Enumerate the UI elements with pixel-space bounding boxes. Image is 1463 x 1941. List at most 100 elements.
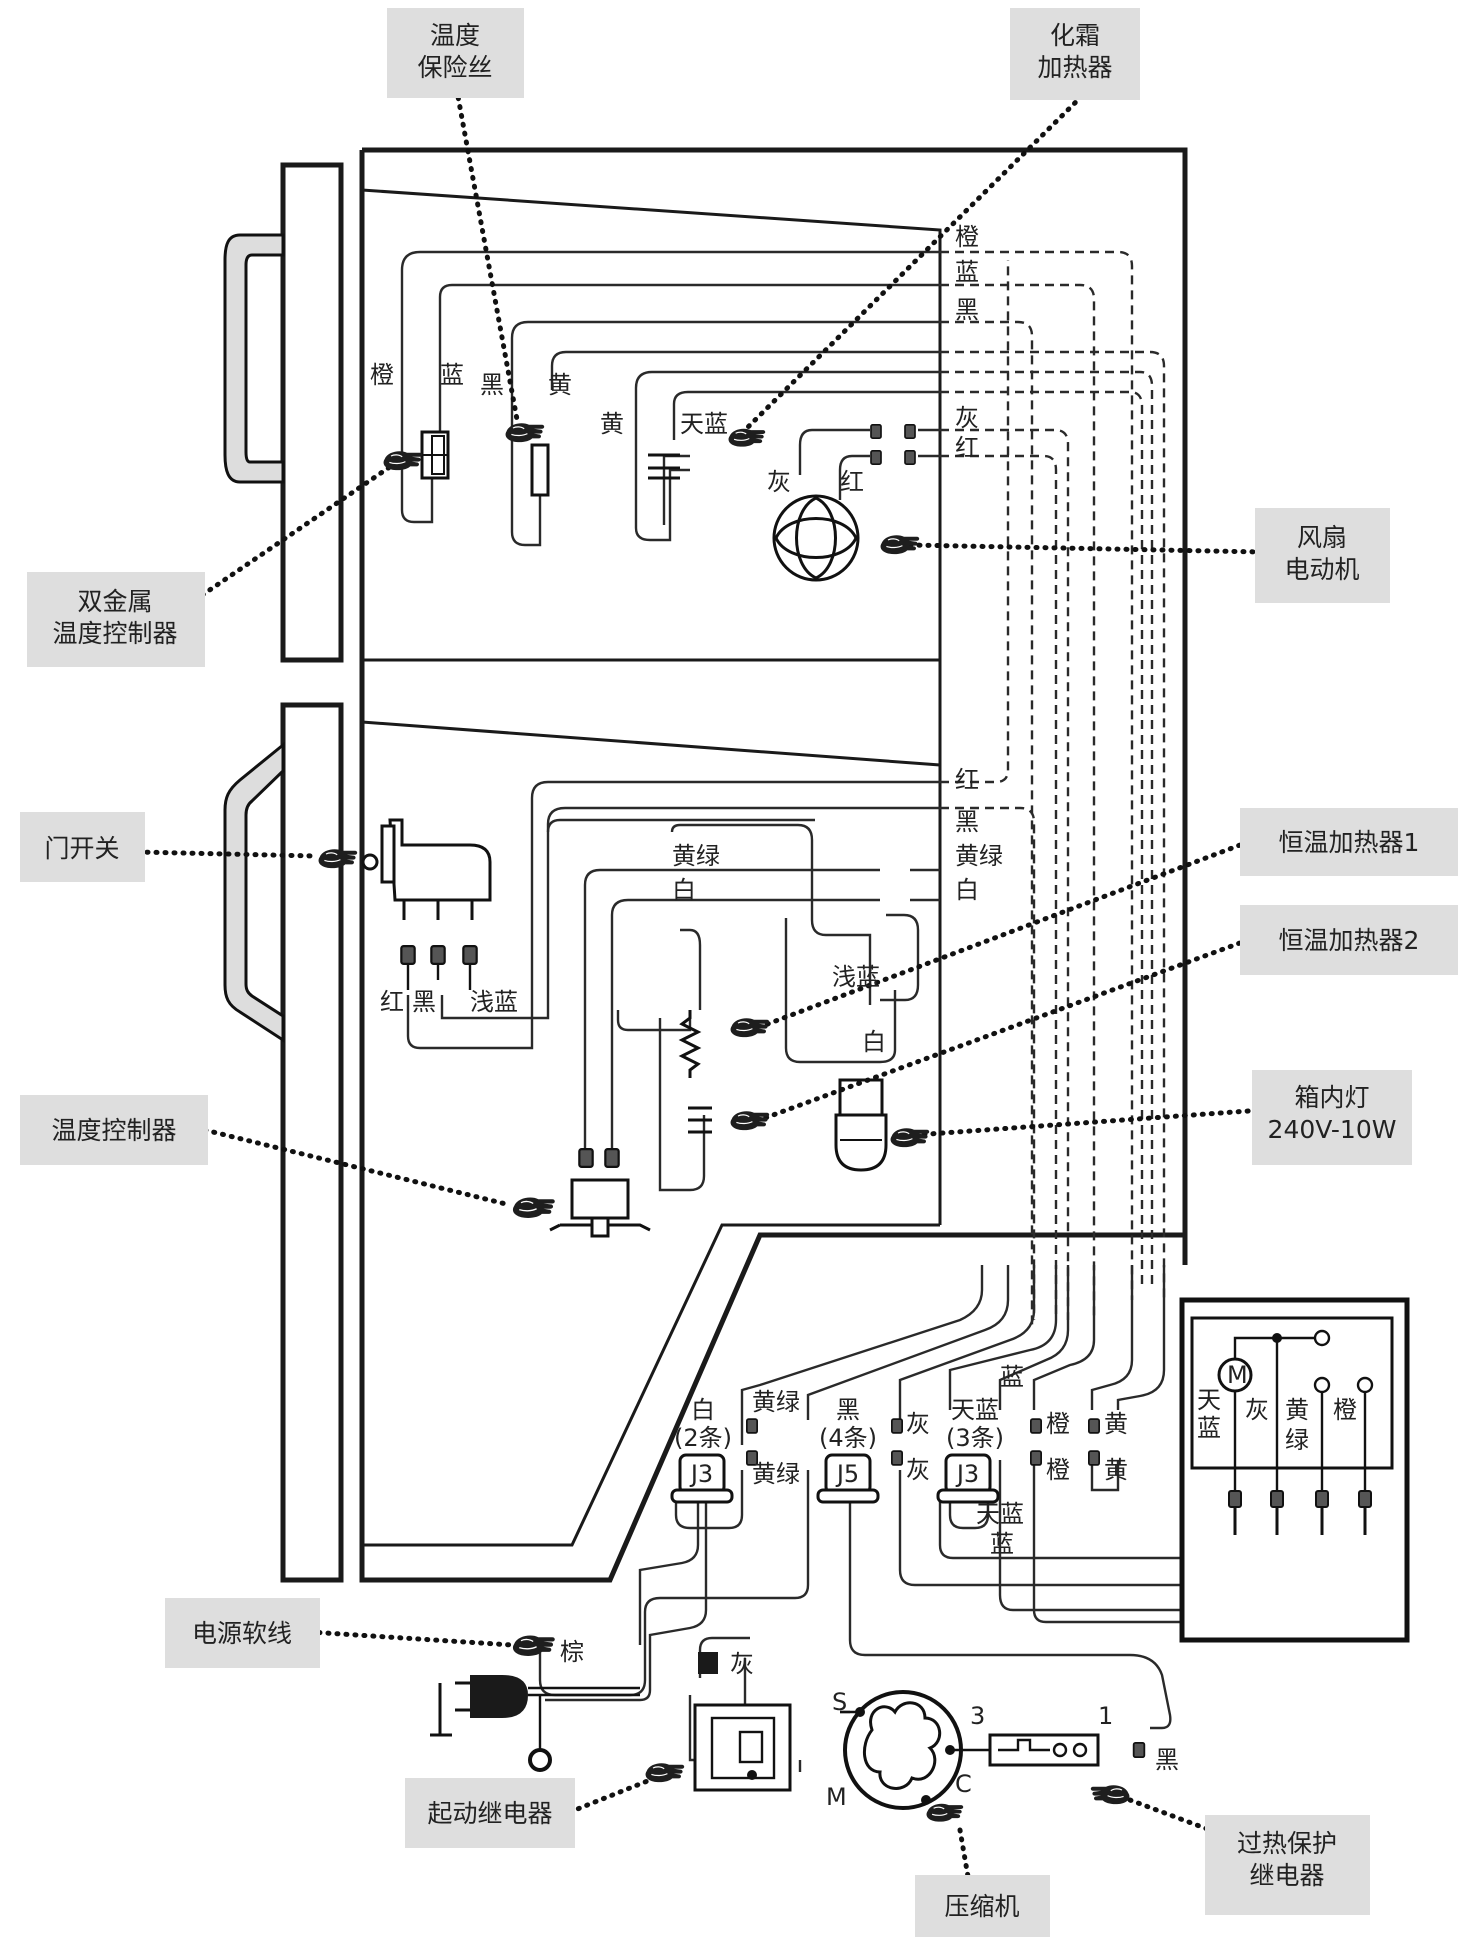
fan-connectors <box>870 424 916 465</box>
svg-text:黑: 黑 <box>955 296 979 324</box>
svg-text:红: 红 <box>955 434 979 462</box>
svg-text:箱内灯: 箱内灯 <box>1294 1083 1369 1112</box>
svg-text:灰: 灰 <box>906 1410 930 1438</box>
svg-text:(2条): (2条) <box>674 1424 732 1452</box>
svg-text:黄绿: 黄绿 <box>752 1388 800 1416</box>
svg-text:电源软线: 电源软线 <box>192 1619 292 1648</box>
callout-lamp: 箱内灯 240V-10W <box>1252 1070 1412 1165</box>
callout-start-relay: 起动继电器 <box>405 1778 575 1848</box>
svg-text:M: M <box>826 1783 847 1811</box>
svg-text:天蓝: 天蓝 <box>951 1396 999 1424</box>
fridge-wires <box>406 780 940 1192</box>
connector-labels: 白 (2条) J3 黑 (4条) J5 天蓝 (3条) J3 <box>674 1396 1004 1488</box>
callout-overload-relay: 过热保护 继电器 <box>1205 1815 1370 1915</box>
svg-text:蓝: 蓝 <box>1000 1363 1024 1391</box>
svg-text:黄: 黄 <box>600 410 624 438</box>
callout-leaders <box>135 77 1265 1903</box>
wire-labels: 橙 蓝 黑 灰 红 橙 蓝 黑 黄 黄 天蓝 灰 红 红 黑 黄绿 白 黄绿 白… <box>370 223 1179 1774</box>
svg-text:240V-10W: 240V-10W <box>1268 1115 1397 1144</box>
svg-text:J3: J3 <box>955 1460 979 1488</box>
power-plug-component <box>430 1675 640 1772</box>
svg-text:黄绿: 黄绿 <box>955 842 1003 870</box>
fan-motor-component <box>772 494 860 582</box>
svg-text:S: S <box>832 1688 847 1716</box>
svg-text:白: 白 <box>691 1396 715 1424</box>
pointer-hand-icon <box>730 1110 770 1131</box>
wire-harness-dashed <box>940 250 1166 1330</box>
svg-text:灰: 灰 <box>730 1650 754 1678</box>
svg-text:J3: J3 <box>689 1460 713 1488</box>
refrigerator-cabinet <box>223 147 1188 1583</box>
svg-text:红: 红 <box>840 468 864 496</box>
pointer-hand-icon <box>645 1762 685 1783</box>
svg-text:(4条): (4条) <box>819 1424 877 1452</box>
svg-text:天: 天 <box>1197 1386 1221 1414</box>
svg-text:橙: 橙 <box>955 223 979 251</box>
svg-text:黄: 黄 <box>1104 1410 1128 1438</box>
component-labels: S M C 3 1 M 天 蓝 灰 黄 绿 橙 <box>826 1361 1357 1811</box>
svg-text:绿: 绿 <box>1285 1426 1309 1454</box>
pointer-hand-icon <box>880 534 920 555</box>
svg-text:化霜: 化霜 <box>1050 21 1100 50</box>
pointer-hand-icon <box>926 1803 964 1823</box>
svg-text:灰: 灰 <box>906 1456 930 1484</box>
svg-text:保险丝: 保险丝 <box>417 53 492 82</box>
svg-text:白: 白 <box>862 1028 886 1056</box>
svg-text:压缩机: 压缩机 <box>944 1892 1019 1921</box>
callout-fan-motor: 风扇 电动机 <box>1255 508 1390 603</box>
svg-text:黄: 黄 <box>1285 1396 1309 1424</box>
lamp-component <box>834 1078 888 1172</box>
callout-power-cord: 电源软线 <box>165 1598 320 1668</box>
callout-defrost-heater: 化霜 加热器 <box>1010 8 1140 100</box>
svg-text:黑: 黑 <box>836 1396 860 1424</box>
callout-temp-fuse: 温度 保险丝 <box>387 8 524 98</box>
svg-text:恒温加热器2: 恒温加热器2 <box>1279 926 1420 955</box>
svg-text:过热保护: 过热保护 <box>1237 1829 1337 1858</box>
svg-text:灰: 灰 <box>767 468 791 496</box>
svg-text:橙: 橙 <box>370 361 394 389</box>
pointer-hand-icon <box>728 428 766 448</box>
svg-text:浅蓝: 浅蓝 <box>470 988 518 1016</box>
fridge-door-handle <box>223 741 285 1043</box>
wire-harness-lower <box>740 1265 1166 1420</box>
callout-heater1: 恒温加热器1 <box>1240 808 1458 876</box>
svg-text:灰: 灰 <box>1245 1396 1269 1424</box>
svg-text:天蓝: 天蓝 <box>976 1500 1024 1528</box>
svg-text:C: C <box>955 1770 972 1798</box>
freezer-door-handle <box>223 233 285 484</box>
svg-text:黄: 黄 <box>548 371 572 399</box>
callout-compressor: 压缩机 <box>915 1875 1050 1937</box>
svg-text:J5: J5 <box>835 1460 859 1488</box>
svg-text:黑: 黑 <box>1155 1746 1179 1774</box>
svg-text:加热器: 加热器 <box>1037 53 1112 82</box>
heater1-component <box>678 1010 702 1078</box>
callout-door-switch: 门开关 <box>20 812 145 882</box>
callout-heater2: 恒温加热器2 <box>1240 905 1458 975</box>
freezer-door <box>280 162 344 663</box>
pointer-hand-icon <box>505 422 545 443</box>
svg-text:棕: 棕 <box>560 1638 584 1666</box>
svg-text:红: 红 <box>955 766 979 794</box>
freezer-wires <box>400 250 940 547</box>
svg-text:双金属: 双金属 <box>77 587 152 616</box>
defrost-heater-component <box>648 453 680 480</box>
pointer-hand-icon <box>890 1127 930 1148</box>
callout-temp-controller: 温度控制器 <box>20 1095 208 1165</box>
svg-text:浅蓝: 浅蓝 <box>832 963 880 991</box>
connector-blocks <box>670 1453 1000 1504</box>
heater2-component <box>688 1106 712 1134</box>
pointer-hand-icon <box>1090 1784 1130 1805</box>
svg-text:橙: 橙 <box>1046 1456 1070 1484</box>
svg-text:蓝: 蓝 <box>440 361 464 389</box>
svg-text:橙: 橙 <box>1333 1396 1357 1424</box>
svg-text:温度控制器: 温度控制器 <box>51 1116 176 1145</box>
svg-text:M: M <box>1227 1361 1248 1389</box>
svg-text:1: 1 <box>1098 1702 1113 1730</box>
svg-text:温度: 温度 <box>430 21 480 50</box>
svg-text:蓝: 蓝 <box>990 1530 1014 1558</box>
svg-text:门开关: 门开关 <box>44 834 119 863</box>
svg-text:3: 3 <box>970 1702 985 1730</box>
pointer-hand-icon <box>318 848 358 869</box>
svg-text:黑: 黑 <box>955 808 979 836</box>
temp-controller-component <box>549 1148 651 1238</box>
